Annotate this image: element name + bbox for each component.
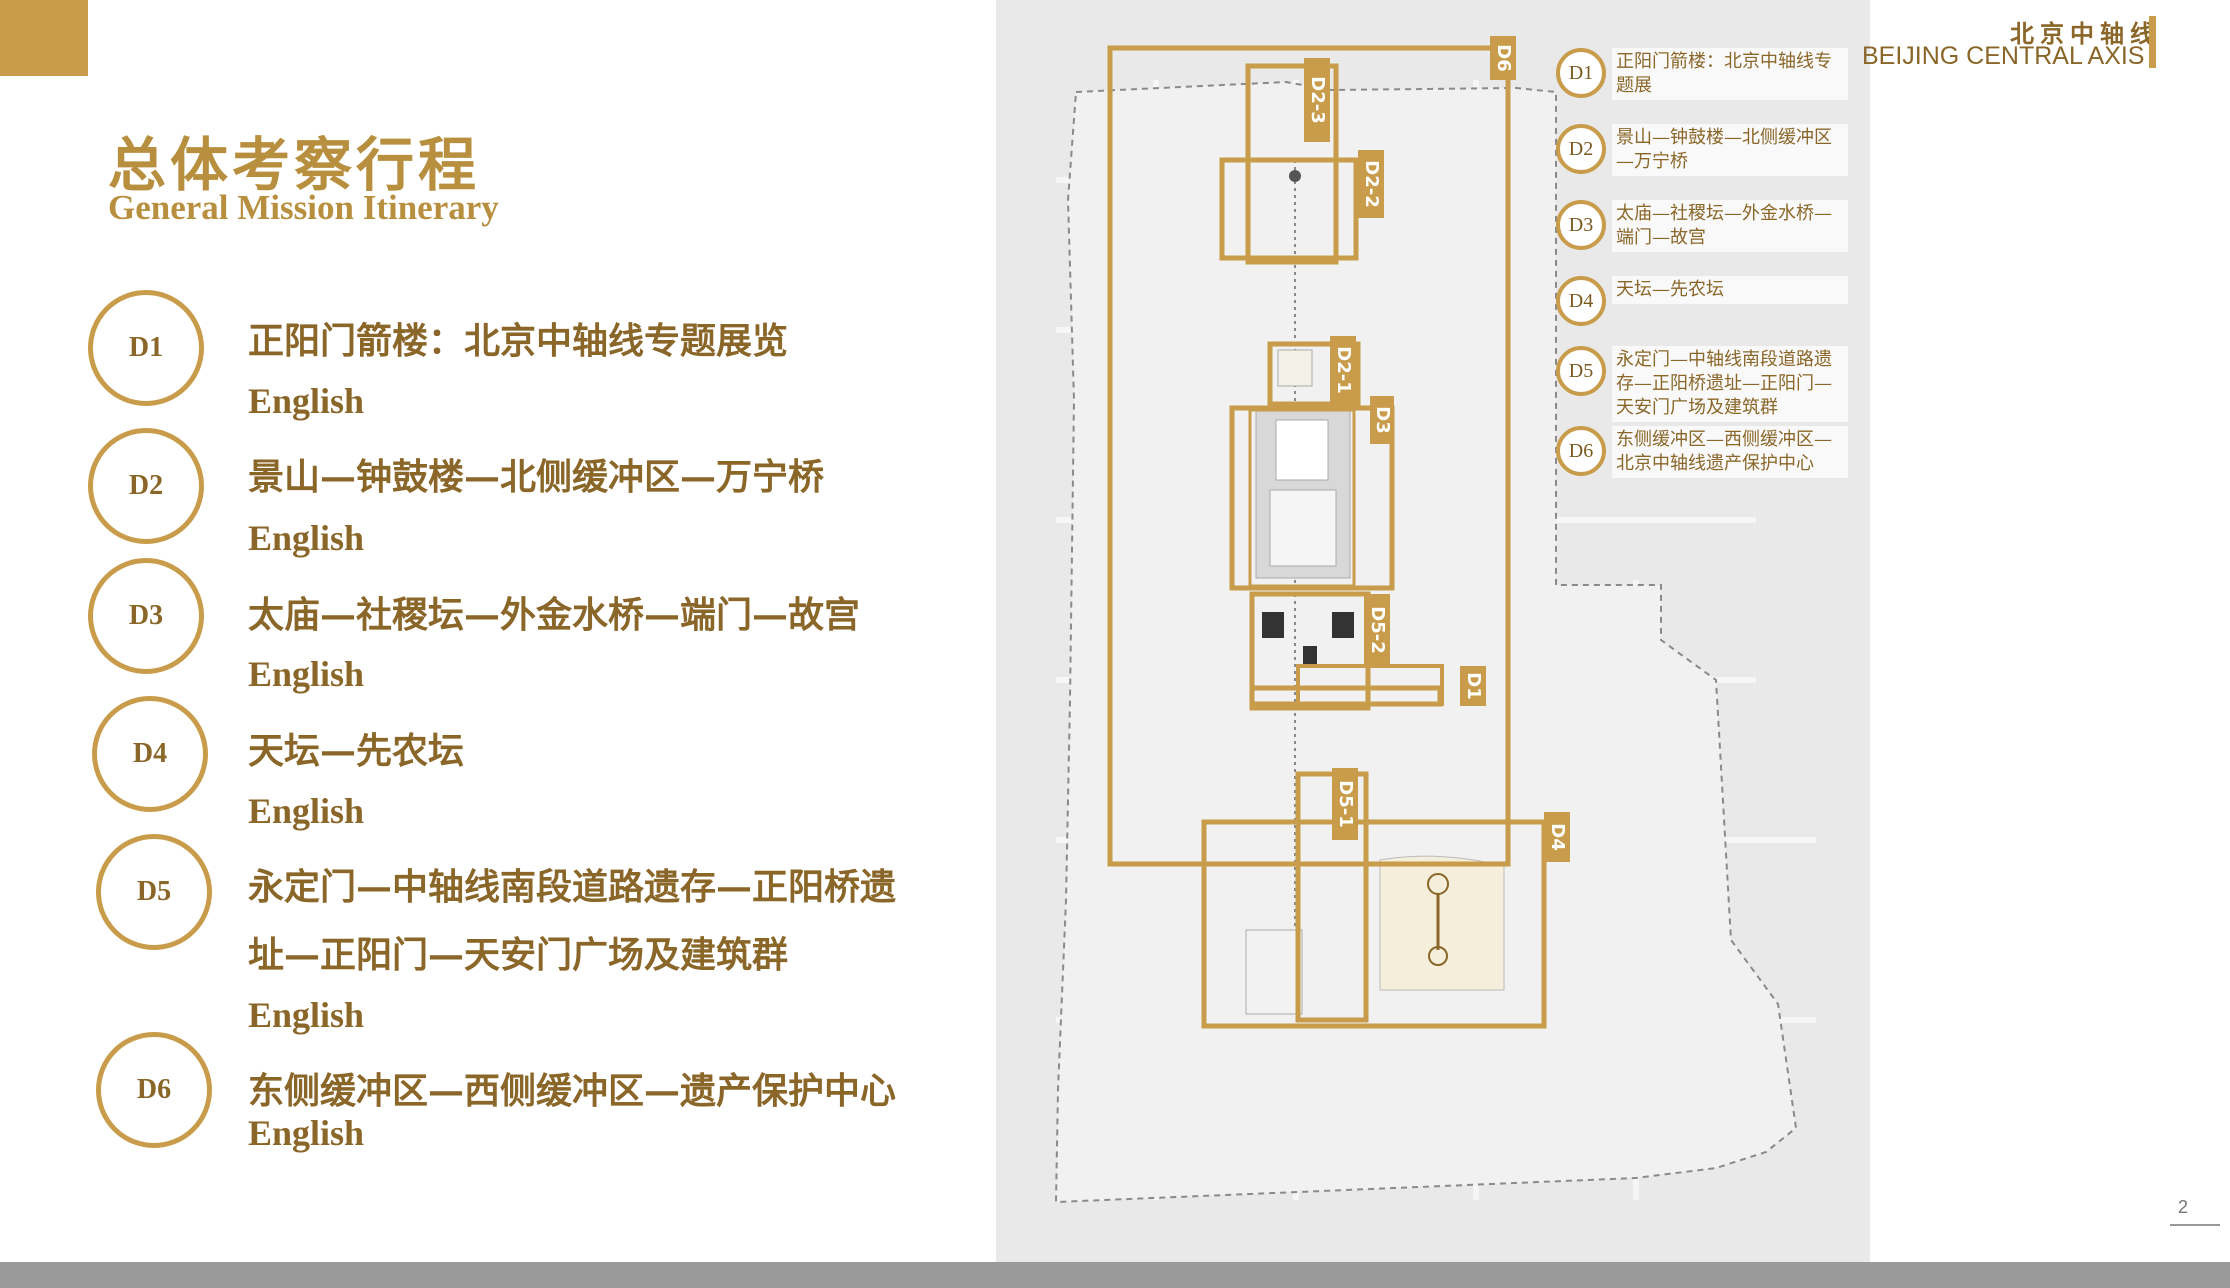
label-d6: D6 [1493,44,1514,71]
frame-d2-2 [1219,157,1359,261]
route-frames [1107,45,1511,867]
itinerary-d1-title: 正阳门箭楼：北京中轴线专题展览 [248,320,789,362]
frame-d2-1 [1267,341,1361,407]
frame-d6 [1107,45,1511,867]
itinerary-d2-title: 景山—钟鼓楼—北侧缓冲区—万宁桥 [248,456,825,498]
palace-outer-court [1269,489,1337,567]
page-subtitle: General Mission Itinerary [108,188,499,227]
legend-text-d1: 正阳门箭楼：北京中轴线专题展 [1612,48,1848,100]
bell-drum-tower-marker [1289,170,1301,182]
day-badge-d2: D2 [88,428,204,544]
day-badge-d1: D1 [88,290,204,406]
legend-text-d6: 东侧缓冲区—西侧缓冲区—北京中轴线遗产保护中心 [1612,426,1848,478]
tiananmen-building-west [1262,612,1284,638]
legend-text-d3: 太庙—社稷坛—外金水桥—端门—故宫 [1612,200,1848,252]
legend-badge-d3: D3 [1556,200,1606,250]
itinerary-d5-title-line2: 址—正阳门—天安门广场及建筑群 [248,934,789,976]
brand-accent-bar [2149,16,2156,68]
label-d2-1: D2-1 [1333,346,1354,393]
legend-badge-d6: D6 [1556,426,1606,476]
map-drawing: D6 D2-3 D2-2 D2-1 D3 D5-2 D1 D5-1 D4 [1054,36,1816,1204]
page-title: 总体考察行程 [108,131,481,199]
legend-text-d4: 天坛—先农坛 [1612,276,1848,304]
temple-of-heaven-mound [1428,946,1448,966]
palace-inner-court [1275,419,1329,481]
central-axis-map: D6 D2-3 D2-2 D2-1 D3 D5-2 D1 D5-1 D4 [996,0,1870,1262]
itinerary-d4-title: 天坛—先农坛 [248,730,465,772]
brand-logo-cn: 北京中轴线 [2010,19,2160,48]
legend-text-d5: 永定门—中轴线南段道路遗存—正阳桥遗址—正阳门—天安门广场及建筑群 [1612,346,1848,422]
brand-logo-en: BEIJING CENTRAL AXIS [1862,42,2145,70]
temple-of-heaven [1379,855,1505,991]
label-d3: D3 [1372,406,1393,433]
itinerary-d6-english: English [248,1113,365,1153]
tiananmen-monument [1303,646,1317,664]
label-d5-1: D5-1 [1335,780,1356,827]
itinerary-d3-title: 太庙—社稷坛—外金水桥—端门—故宫 [248,594,861,636]
bottom-bar [0,1262,2230,1288]
page-number: 2 [2178,1197,2189,1217]
label-d2-3: D2-3 [1307,76,1328,123]
itinerary-d2-english: English [248,518,365,558]
label-d1: D1 [1463,672,1484,699]
day-badge-d3: D3 [88,558,204,674]
frame-d4 [1201,819,1547,1029]
legend-badge-d4: D4 [1556,276,1606,326]
day-badge-d4: D4 [92,696,208,812]
day-badge-d5: D5 [96,834,212,950]
tiananmen-building-east [1332,612,1354,638]
itinerary-d5-english: English [248,995,365,1035]
day-badge-d6: D6 [96,1032,212,1148]
frame-d3 [1229,405,1395,591]
frame-d2-3 [1245,63,1339,265]
label-boxes [1304,36,1570,862]
page-number-underline [2170,1224,2220,1226]
corner-accent-block [0,0,88,76]
jingshan-park [1277,349,1313,387]
label-d2-2: D2-2 [1361,160,1382,207]
legend-badge-d1: D1 [1556,48,1606,98]
itinerary-d6-title: 东侧缓冲区—西侧缓冲区—遗产保护中心 [248,1070,897,1112]
legend-badge-d2: D2 [1556,124,1606,174]
itinerary-d3-english: English [248,654,365,694]
itinerary-d4-english: English [248,791,365,831]
label-d5-2: D5-2 [1367,606,1388,653]
legend-badge-d5: D5 [1556,346,1606,396]
city-boundary [1054,80,1798,1204]
legend-text-d2: 景山—钟鼓楼—北侧缓冲区—万宁桥 [1612,124,1848,176]
itinerary-d5-title-line1: 永定门—中轴线南段道路遗存—正阳桥遗 [248,866,897,908]
frame-d3-inner [1248,408,1356,588]
itinerary-d1-english: English [248,381,365,421]
label-texts: D6 D2-3 D2-2 D2-1 D3 D5-2 D1 D5-1 D4 [1307,44,1568,850]
label-d4: D4 [1547,823,1568,850]
temple-of-agriculture [1245,929,1303,1015]
